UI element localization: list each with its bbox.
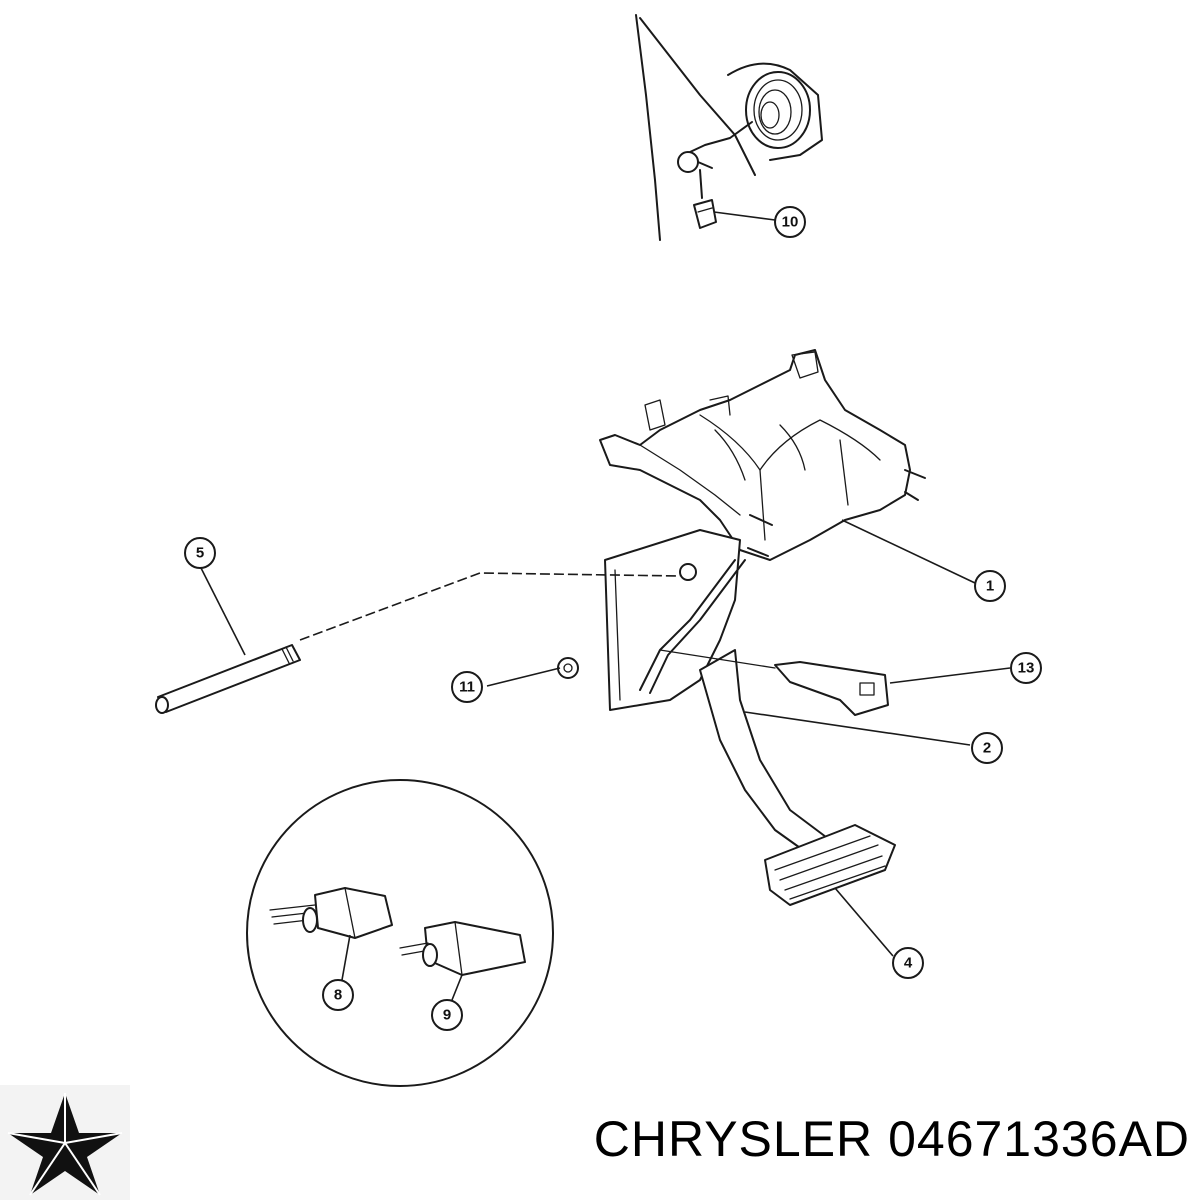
callout-4: 4 bbox=[892, 947, 924, 979]
retaining-nut bbox=[557, 657, 579, 679]
callout-9: 9 bbox=[431, 999, 463, 1031]
brand-name: CHRYSLER bbox=[593, 1111, 874, 1167]
callout-label: 8 bbox=[334, 987, 342, 1004]
leader-lines bbox=[200, 211, 1011, 1001]
callout-1: 1 bbox=[974, 570, 1006, 602]
switch-detail-inset bbox=[246, 779, 554, 1087]
callout-label: 5 bbox=[196, 545, 204, 562]
part-number: 04671336AD bbox=[888, 1111, 1190, 1167]
brake-pedal-arm bbox=[604, 529, 896, 906]
callout-5: 5 bbox=[184, 537, 216, 569]
callout-label: 9 bbox=[443, 1007, 451, 1024]
pivot-shaft bbox=[155, 572, 681, 714]
callout-label: 11 bbox=[459, 679, 475, 696]
callout-8: 8 bbox=[322, 979, 354, 1011]
callout-label: 2 bbox=[983, 740, 991, 757]
firewall-inset bbox=[635, 14, 823, 241]
brand-part-label: CHRYSLER 04671336AD bbox=[440, 1110, 1190, 1168]
pedal-support-bracket bbox=[599, 349, 926, 561]
chrysler-pentastar-icon bbox=[0, 1085, 130, 1200]
callout-label: 13 bbox=[1018, 660, 1035, 677]
callout-label: 10 bbox=[782, 214, 799, 231]
callout-label: 4 bbox=[904, 955, 913, 972]
callout-10: 10 bbox=[774, 206, 806, 238]
callout-13: 13 bbox=[1010, 652, 1042, 684]
callout-label: 1 bbox=[986, 578, 994, 595]
switch-bracket bbox=[659, 649, 889, 716]
callout-2: 2 bbox=[971, 732, 1003, 764]
callout-11: 11 bbox=[451, 671, 483, 703]
